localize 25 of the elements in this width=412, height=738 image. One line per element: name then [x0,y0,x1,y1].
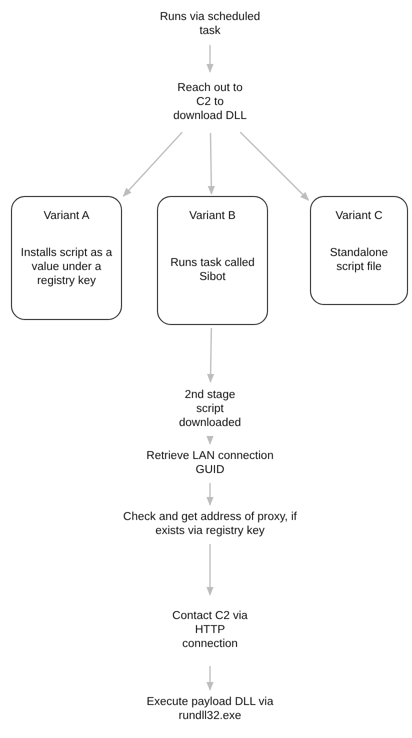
step-label: Reach out to C2 to download DLL [172,81,248,123]
arrow [122,132,183,197]
variant-box [310,196,408,305]
arrow [206,436,214,445]
box-body: Standalone script file [328,246,390,274]
box-heading: Variant A [44,209,90,223]
step-label: Contact C2 via HTTP connection [171,609,249,651]
variant-box [157,196,268,325]
step-label: Execute payload DLL via rundll32.exe [146,695,274,723]
arrow [208,133,215,195]
step-label: Retrieve LAN connection GUID [145,449,275,477]
box-heading: Variant C [335,209,383,223]
arrow [240,132,310,201]
variant-box [11,196,122,320]
box-body: Installs script as a value under a registry key [20,246,114,288]
step-label: 2nd stage script downloaded [178,388,242,430]
box-body: Runs task called Sibot [169,256,256,284]
box-heading: Variant B [189,209,236,223]
arrow [206,666,214,691]
arrow [206,45,214,73]
arrow [206,483,214,506]
step-label: Check and get address of proxy, if exists via registry key [122,510,298,538]
arrow [206,328,214,383]
arrow [206,544,214,596]
step-label: Runs via scheduled task [158,10,262,38]
